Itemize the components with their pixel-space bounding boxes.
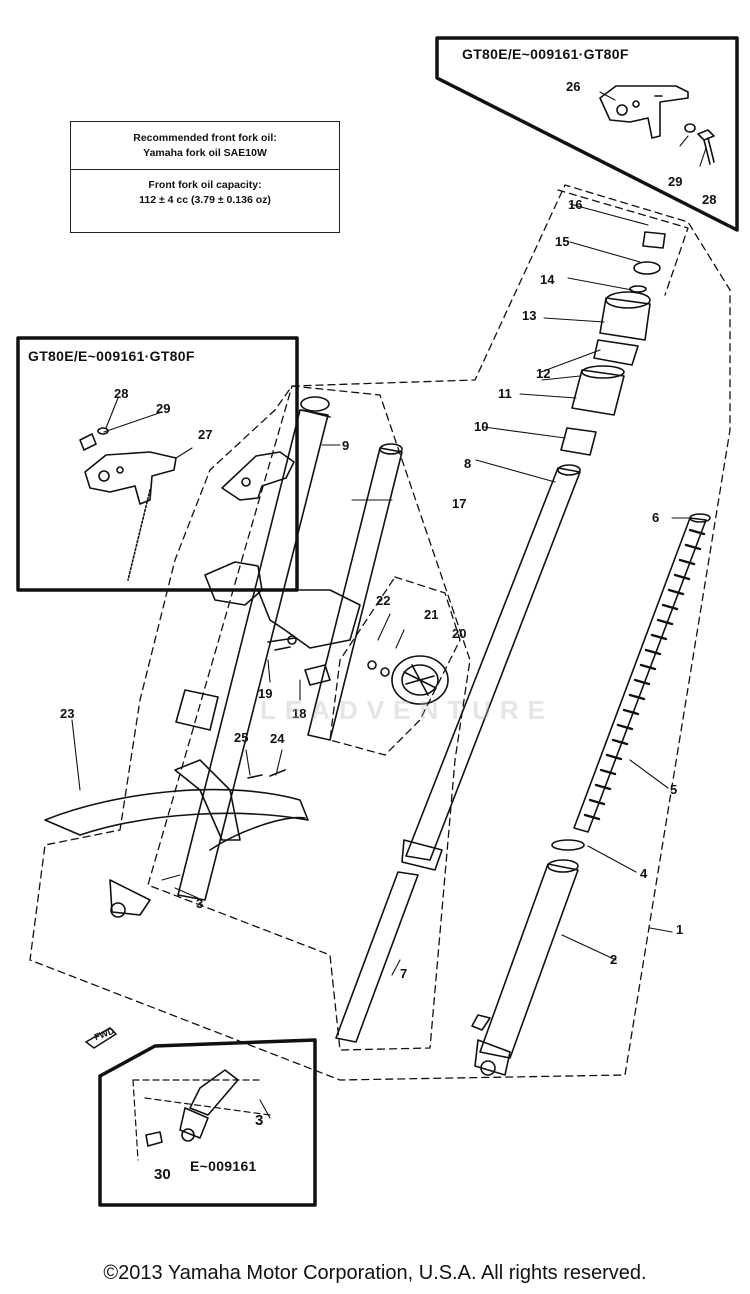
oil-capacity-heading: Front fork oil capacity: xyxy=(148,179,262,191)
fork-seal-boot-icon xyxy=(175,689,219,731)
inner-tube-17-icon xyxy=(307,447,403,741)
callout-1: 1 xyxy=(676,922,684,937)
callout-23: 23 xyxy=(60,706,75,721)
cap-20-icon xyxy=(391,655,449,705)
axle-holder-inset-icon xyxy=(189,1069,239,1116)
outline-assembly-2 xyxy=(147,385,471,1051)
callout-25: 25 xyxy=(234,730,249,745)
ring-14-icon xyxy=(629,285,647,293)
washer-21-icon xyxy=(380,667,390,677)
seal-12-icon xyxy=(593,339,639,366)
inset-title-top-right: GT80E/E~009161·GT80F xyxy=(462,46,629,62)
spring-5-icon xyxy=(573,517,707,833)
callout-7: 7 xyxy=(400,966,408,981)
callout-3-inset: 3 xyxy=(255,1112,264,1129)
outline-assembly-4 xyxy=(557,189,689,296)
callout-28: 28 xyxy=(702,192,717,207)
callout-24: 24 xyxy=(270,731,285,746)
bolt-28-left-icon xyxy=(79,433,97,451)
callout-15: 15 xyxy=(555,234,570,249)
bolt-16-icon xyxy=(642,231,666,249)
bushing-10-icon xyxy=(560,427,597,456)
inset-title-left: GT80E/E~009161·GT80F xyxy=(28,348,195,364)
callout-19: 19 xyxy=(258,686,273,701)
callout-9: 9 xyxy=(342,438,350,453)
oil-capacity-value: 112 ± 4 cc (3.79 ± 0.136 oz) xyxy=(139,194,271,206)
callout-26: 26 xyxy=(566,79,581,94)
callout-10: 10 xyxy=(474,419,489,434)
callout-20: 20 xyxy=(452,626,467,641)
outer-tube-2-icon xyxy=(479,863,579,1059)
oring-4-icon xyxy=(551,839,585,851)
inset-box-top-right xyxy=(435,36,739,232)
washer-22-icon xyxy=(367,660,377,670)
rod-7-icon xyxy=(335,871,419,1043)
callout-11: 11 xyxy=(498,386,512,401)
callout-6: 6 xyxy=(652,510,660,525)
callout-4: 4 xyxy=(640,866,648,881)
callout-3: 3 xyxy=(196,896,204,911)
washer-29-icon xyxy=(684,123,696,133)
callout-21: 21 xyxy=(424,607,439,622)
callout-18: 18 xyxy=(292,706,307,721)
copyright-footer: ©2013 Yamaha Motor Corporation, U.S.A. A… xyxy=(103,1262,647,1284)
callout-17: 17 xyxy=(452,496,467,511)
outline-assembly-1 xyxy=(29,184,731,1081)
callout-22: 22 xyxy=(376,593,391,608)
recommended-oil-value: Yamaha fork oil SAE10W xyxy=(143,147,267,159)
front-fender-23-icon xyxy=(44,788,309,836)
hub-plate-icon xyxy=(204,561,263,606)
callout-29: 29 xyxy=(668,174,683,189)
oil-capacity-section: Front fork oil capacity: 112 ± 4 cc (3.7… xyxy=(71,170,339,208)
callout-16: 16 xyxy=(568,197,583,212)
bolt-30-icon xyxy=(145,1131,163,1147)
bracket-27-icon xyxy=(84,451,177,505)
recommended-oil-heading: Recommended front fork oil: xyxy=(133,132,277,144)
callout-29-left: 29 xyxy=(156,401,171,416)
inset-box-bottom xyxy=(98,1038,317,1207)
bolt-28-icon xyxy=(697,129,715,165)
bushing-11-icon xyxy=(571,369,625,416)
axle-holder-3-icon xyxy=(109,879,151,916)
callout-12: 12 xyxy=(536,366,551,381)
callout-13: 13 xyxy=(522,308,537,323)
damper-tube-8-icon xyxy=(405,467,581,861)
callout-5: 5 xyxy=(670,782,678,797)
recommended-oil-section: Recommended front fork oil: Yamaha fork … xyxy=(71,122,339,170)
watermark: LEADVENTURE xyxy=(260,695,555,725)
callout-14: 14 xyxy=(540,272,555,287)
fork-oil-spec-box: Recommended front fork oil: Yamaha fork … xyxy=(70,121,340,233)
outline-assembly-3 xyxy=(329,576,461,756)
outer-tube-9-icon xyxy=(177,409,329,901)
callout-30: 30 xyxy=(154,1166,171,1183)
boot-13-icon xyxy=(599,297,651,341)
callout-28-left: 28 xyxy=(114,386,129,401)
forward-arrow-icon xyxy=(84,1027,118,1049)
bracket-26-icon xyxy=(599,85,689,139)
callout-2: 2 xyxy=(610,952,618,967)
inset-title-bottom: E~009161 xyxy=(190,1158,257,1174)
callout-8: 8 xyxy=(464,456,472,471)
bolt-18-icon xyxy=(304,664,331,686)
inset-box-left xyxy=(16,336,299,592)
callout-27: 27 xyxy=(198,427,213,442)
washer-15-icon xyxy=(633,261,661,275)
